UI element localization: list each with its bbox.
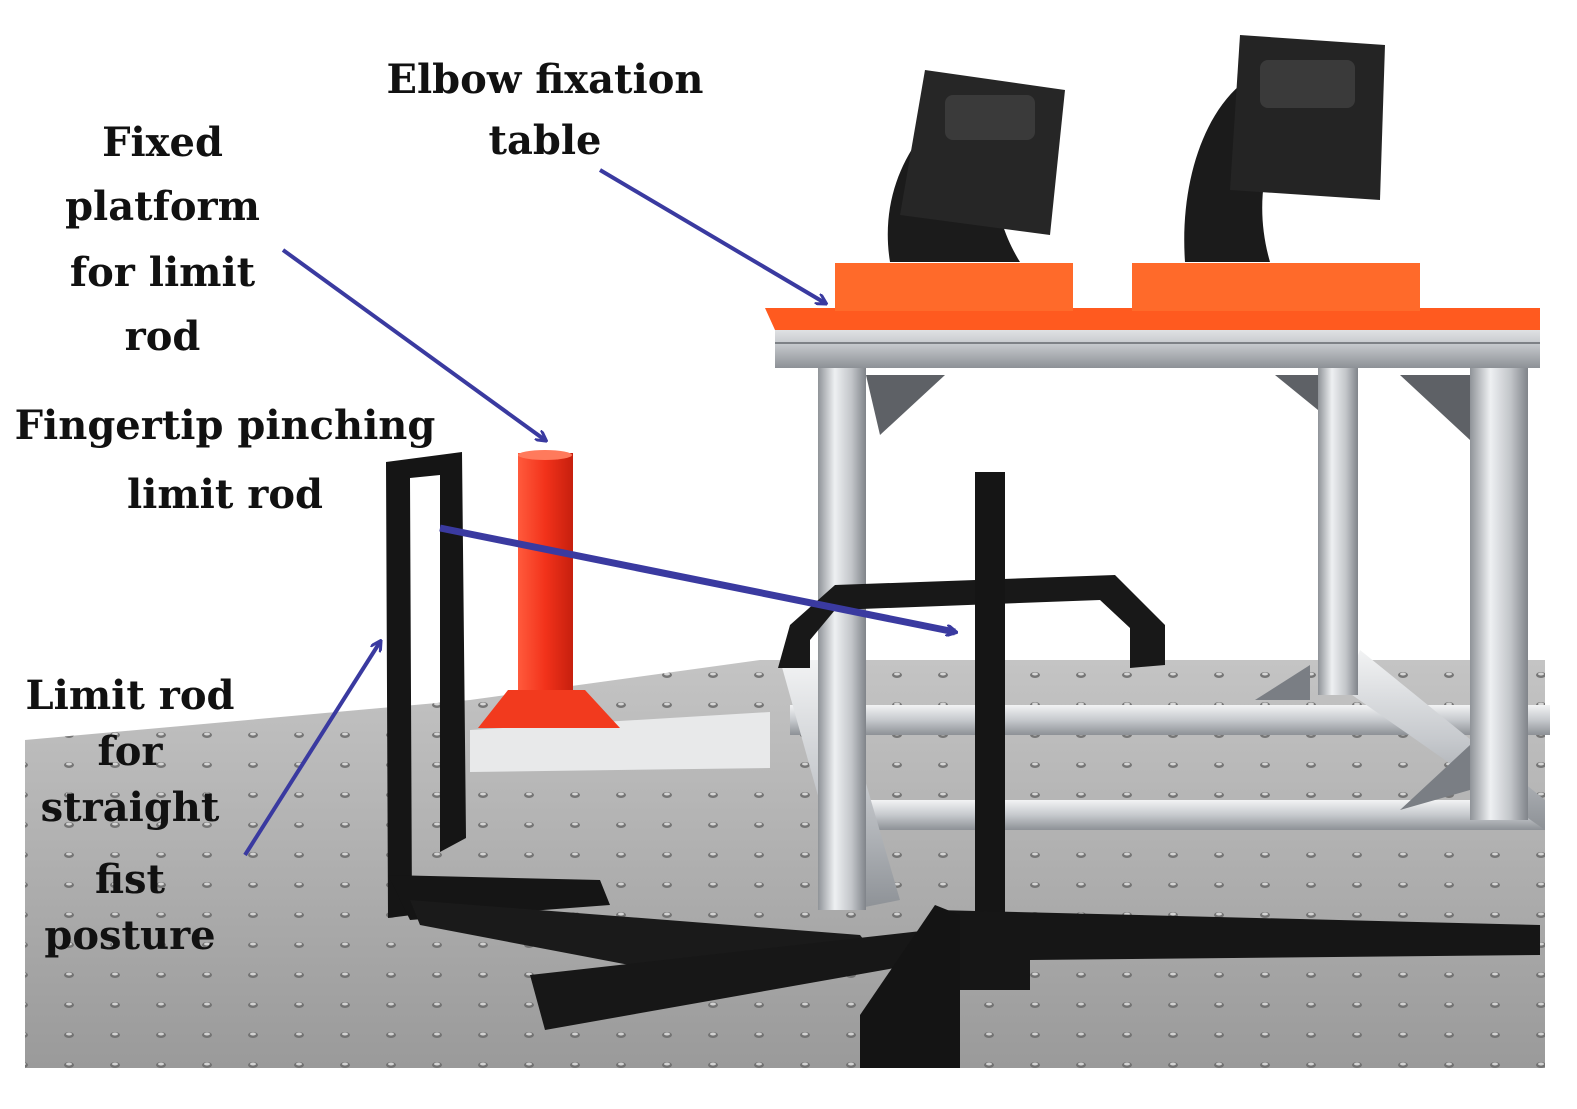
label-elbow-fixation-table: Elbow fixation table: [380, 60, 710, 170]
elbow-fixation-table: [765, 35, 1540, 330]
label-line: limit rod: [126, 471, 324, 518]
pinching-limit-rod: [860, 472, 1540, 1068]
aluminum-frame: [775, 320, 1550, 910]
label-line: rod: [124, 313, 201, 360]
label-line: for limit: [69, 249, 256, 296]
label-line: straight: [40, 784, 220, 831]
arrow-icon: [243, 642, 380, 857]
label-line: platform: [65, 183, 260, 230]
arrow-icon: [281, 248, 545, 440]
fist-limit-rod: [386, 452, 940, 1030]
label-fixed-platform: Fixed platform for limit rod: [40, 123, 285, 363]
annotation-arrows: [243, 168, 955, 857]
label-line: for: [97, 728, 163, 775]
arrow-icon: [598, 168, 825, 303]
label-line: fist: [94, 856, 166, 903]
label-line: Elbow fixation: [386, 56, 704, 103]
label-fist-limit-rod: Limit rod for straight fist posture: [15, 676, 245, 966]
label-line: table: [488, 117, 602, 164]
label-line: Limit rod: [25, 672, 235, 719]
red-limit-rod: [478, 450, 620, 728]
label-line: Fixed: [102, 119, 223, 166]
arrow-icon: [439, 524, 955, 632]
label-fingertip-pinching-rod: Fingertip pinching limit rod: [10, 406, 440, 526]
label-line: Fingertip pinching: [14, 402, 436, 449]
label-line: posture: [44, 912, 216, 959]
handle-support: [778, 575, 1165, 668]
